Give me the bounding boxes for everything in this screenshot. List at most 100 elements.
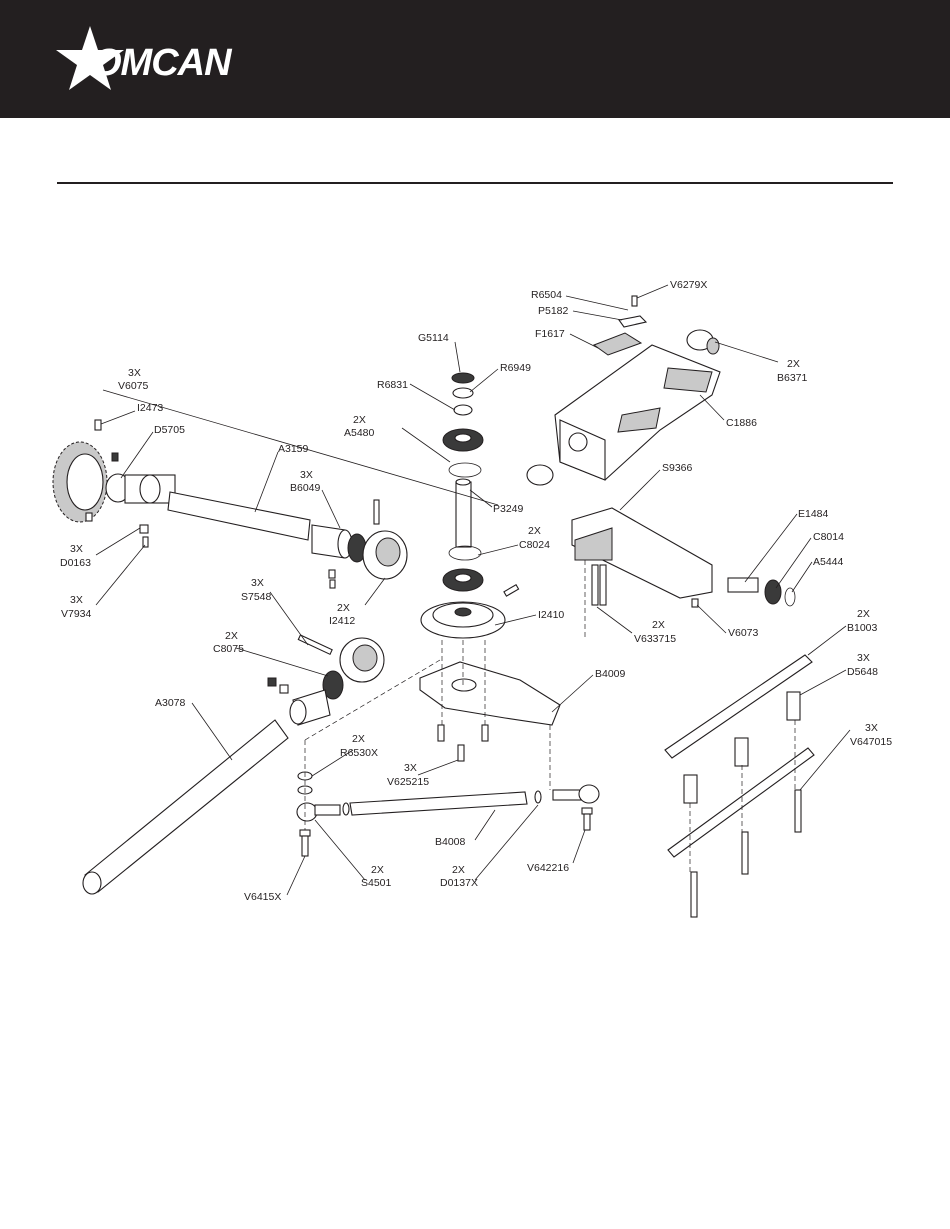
pin-small [503, 584, 520, 597]
label-a3078: A3078 [155, 697, 186, 709]
washer-r6949 [452, 387, 474, 399]
brand-name: OMCAN [92, 42, 232, 84]
label-g5114: G5114 [418, 332, 449, 344]
bearing-a5480-bottom [442, 568, 484, 592]
label-d5705: D5705 [154, 424, 185, 436]
label-b6049: B6049 [290, 482, 321, 494]
star-icon [56, 26, 124, 90]
ring-a5444 [784, 587, 796, 607]
label-r6949: R6949 [500, 362, 531, 374]
label-v7934: V7934 [61, 608, 92, 620]
hub-b6049 [311, 524, 353, 559]
label-v6415x: V6415X [244, 891, 281, 903]
leader-lines [95, 284, 851, 896]
label-v6075: V6075 [118, 380, 149, 392]
bushing-b6371 [686, 329, 720, 355]
label-i2412: I2412 [329, 615, 355, 627]
bolt-v642216 [581, 807, 593, 831]
label-d0137x: D0137X [440, 877, 478, 889]
label-b4008: B4008 [435, 836, 466, 848]
hub-lower [289, 689, 331, 726]
label-r6530x-qty: 2X [352, 733, 365, 745]
label-v647015-qty: 3X [865, 722, 878, 734]
label-f1617: F1617 [535, 328, 565, 340]
shaft-e1484 [727, 577, 759, 593]
label-v625215-qty: 3X [404, 762, 417, 774]
nut-g5114 [451, 372, 475, 384]
pulley-i2412-top [362, 530, 408, 580]
frame-c1886 [554, 344, 721, 481]
label-d0163: D0163 [60, 557, 91, 569]
key-small [267, 677, 289, 694]
label-b6371: B6371 [777, 372, 808, 384]
label-c8024: C8024 [519, 539, 550, 551]
label-d0137x-qty: 2X [452, 864, 465, 876]
label-v6075-qty: 3X [128, 367, 141, 379]
bushing-left [526, 464, 554, 486]
washer-r6831 [453, 404, 473, 416]
pulley-i2412-bottom [339, 637, 385, 683]
label-b6371-qty: 2X [787, 358, 800, 370]
rod-end-s4501-right [552, 784, 600, 804]
collar-d5705 [105, 473, 176, 504]
label-b4009: B4009 [595, 668, 626, 680]
bearing-a5480-top [442, 428, 484, 452]
bolt-v6415x [299, 829, 311, 857]
label-d5648: D5648 [847, 666, 878, 678]
bolts-v647015 [690, 789, 802, 918]
spacers-d5648 [683, 691, 801, 804]
screws-v625215 [437, 724, 489, 762]
pin-vertical [373, 499, 380, 525]
label-b6049-qty: 3X [300, 469, 313, 481]
screw-v6075-lower [328, 569, 336, 589]
label-c1886: C1886 [726, 417, 757, 429]
label-r6831: R6831 [377, 379, 408, 391]
plate-p5182 [618, 315, 648, 328]
bar-b1003-bottom [667, 747, 815, 858]
label-r6504: R6504 [531, 289, 562, 301]
label-i2412-qty: 2X [337, 602, 350, 614]
label-c8024-qty: 2X [528, 525, 541, 537]
label-b1003-qty: 2X [857, 608, 870, 620]
pulley-i2410 [420, 601, 506, 639]
label-d0163-qty: 3X [70, 543, 83, 555]
screws-left [85, 512, 149, 548]
plate-b4009 [419, 661, 561, 726]
label-p3249: P3249 [493, 503, 524, 515]
label-v625215: V625215 [387, 776, 429, 788]
assembly-lines [304, 560, 796, 872]
label-b1003: B1003 [847, 622, 878, 634]
nut-small [111, 452, 119, 462]
label-v633715-qty: 2X [652, 619, 665, 631]
label-v6279x: V6279X [670, 279, 707, 291]
bearing-c8075 [322, 670, 344, 700]
label-a3159: A3159 [278, 443, 309, 455]
snap-ring-top [448, 462, 482, 478]
label-s7548-qty: 3X [251, 577, 264, 589]
label-s4501-qty: 2X [371, 864, 384, 876]
bar-b1003-top [664, 654, 813, 759]
shaft-a3078 [82, 719, 289, 895]
label-i2410: I2410 [538, 609, 564, 621]
label-p5182: P5182 [538, 305, 569, 317]
label-c8075-qty: 2X [225, 630, 238, 642]
screw-v6073 [691, 598, 699, 608]
part-labels: V6279X R6504 P5182 F1617 G5114 R6949 R68… [60, 279, 892, 903]
snap-ring-c8024 [448, 545, 482, 561]
rod-b4008 [349, 791, 528, 816]
shaft-a3159 [167, 491, 311, 541]
label-v7934-qty: 3X [70, 594, 83, 606]
label-s4501: S4501 [361, 877, 392, 889]
label-e1484: E1484 [798, 508, 829, 520]
label-v642216: V642216 [527, 862, 569, 874]
label-r6530x: R6530X [340, 747, 378, 759]
rod-end-s4501-left [296, 802, 341, 822]
label-v647015: V647015 [850, 736, 892, 748]
label-a5480: A5480 [344, 427, 375, 439]
label-d5648-qty: 3X [857, 652, 870, 664]
header-divider [57, 182, 893, 184]
label-a5444: A5444 [813, 556, 844, 568]
label-i2473: I2473 [137, 402, 163, 414]
label-v633715: V633715 [634, 633, 676, 645]
nuts-d0137x [342, 790, 542, 816]
